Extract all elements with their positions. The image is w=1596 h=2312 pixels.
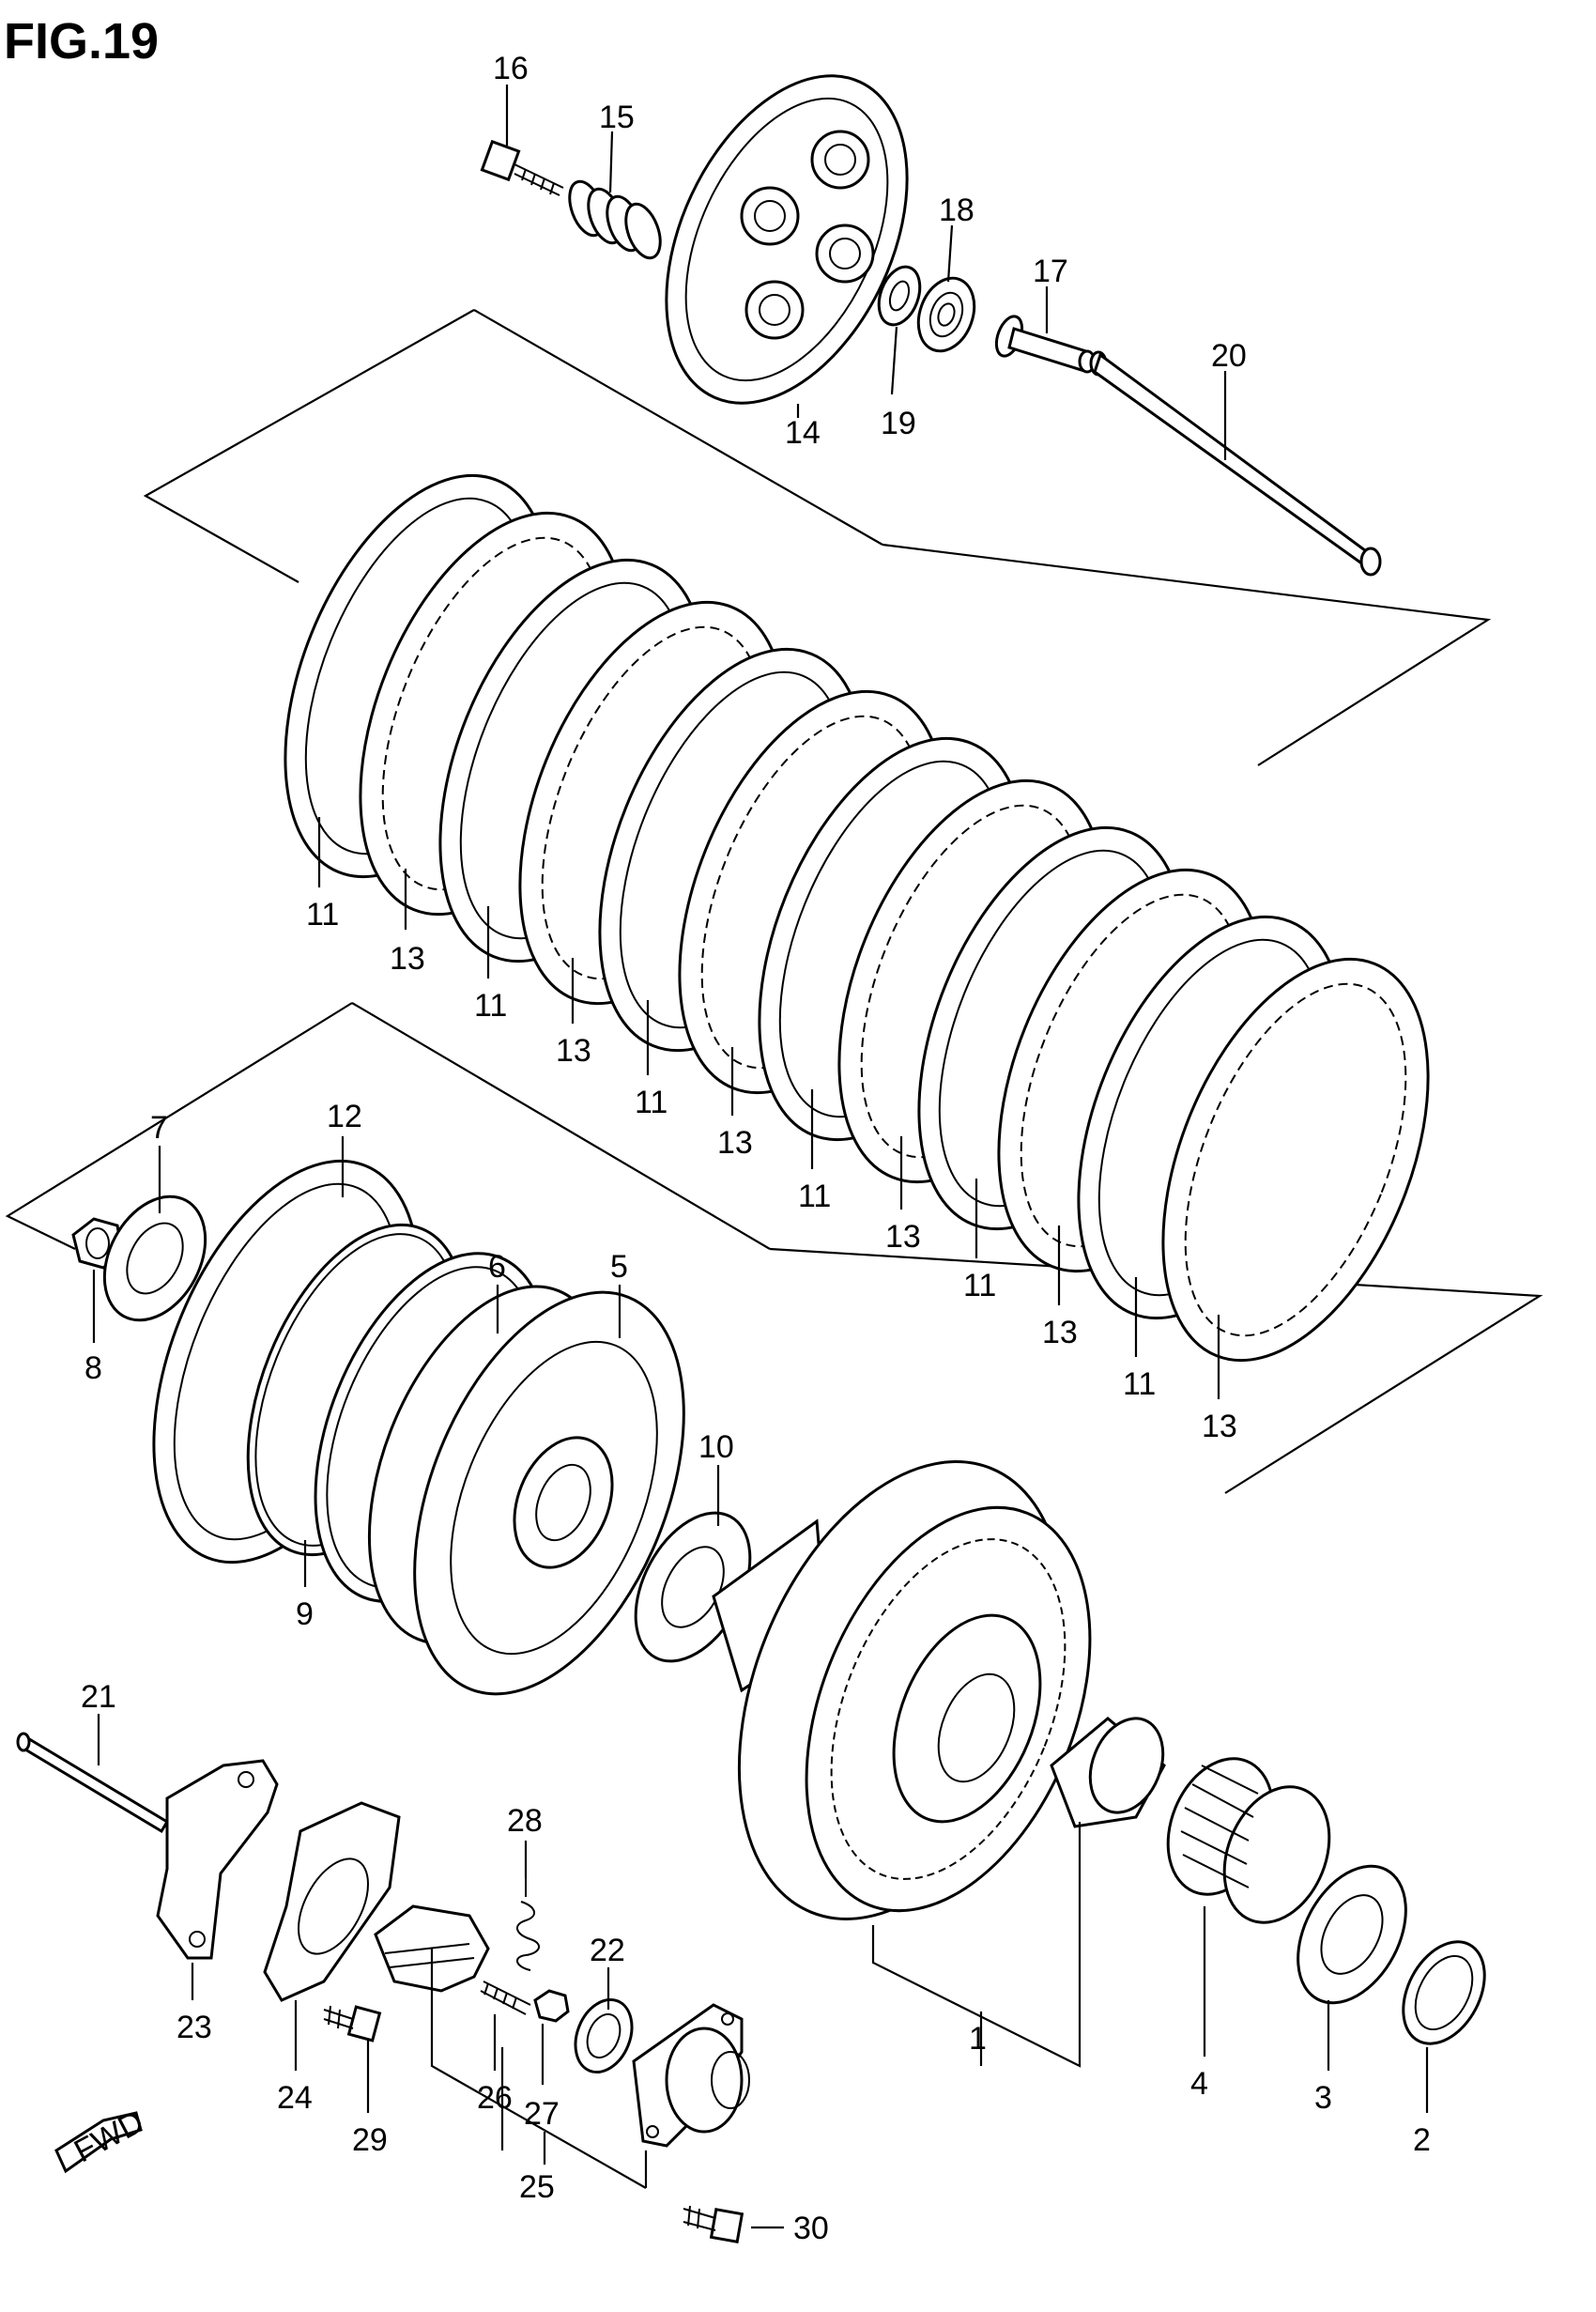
- plate-stack-outline: [5, 309, 1543, 1494]
- figure-title: FIG.19: [4, 13, 159, 69]
- spring-15: [568, 179, 662, 260]
- bracket-23: [156, 1759, 279, 1960]
- callout-21: 21: [81, 1679, 116, 1715]
- callout-10: 10: [698, 1429, 734, 1465]
- callout-28: 28: [507, 1803, 543, 1839]
- callout-11c: 11: [635, 1085, 668, 1120]
- callout-6: 6: [488, 1249, 506, 1285]
- clutch-hub-5: [367, 1285, 685, 1696]
- callout-11b: 11: [474, 988, 507, 1024]
- sleeve-4a: [1050, 1717, 1166, 1828]
- return-spring-28: [516, 1859, 540, 1971]
- callout-22: 22: [590, 1933, 625, 1968]
- callout-4: 4: [1190, 2066, 1208, 2102]
- callout-11e: 11: [963, 1268, 996, 1303]
- callout-25: 25: [519, 2169, 555, 2205]
- bolt-16: [480, 139, 564, 196]
- release-rod-21: [16, 1732, 170, 1834]
- screw-26: [480, 1981, 531, 2015]
- steel-plate-13f: [1161, 957, 1430, 1363]
- callout-9: 9: [296, 1596, 314, 1632]
- pressure-plate-14: [665, 74, 909, 405]
- primary-driven-gear-1: [712, 1460, 1092, 1920]
- callout-18: 18: [939, 193, 974, 228]
- callout-13a: 13: [390, 941, 425, 977]
- callout-27: 27: [524, 2096, 560, 2132]
- release-cover-25: [632, 2003, 750, 2148]
- callout-13c: 13: [717, 1125, 753, 1161]
- callout-12: 12: [327, 1099, 362, 1134]
- callout-1: 1: [969, 2021, 987, 2057]
- callout-14: 14: [785, 415, 821, 451]
- washer-19: [877, 265, 922, 327]
- push-piece-17: [994, 315, 1097, 374]
- bolt-29: [323, 2005, 382, 2042]
- gasket-24: [263, 1801, 401, 2002]
- oil-seal-22: [574, 1997, 634, 2074]
- washer-3: [1297, 1864, 1407, 2005]
- callout-13d: 13: [885, 1219, 921, 1255]
- spacer-2: [1402, 1940, 1486, 2045]
- pressure-plate-group: [480, 74, 1382, 577]
- callout-labels: 16 15 14 18 19 17 20 11 13 11 13 11 13 1…: [81, 51, 1431, 2246]
- bolt-30: [683, 2205, 744, 2243]
- callout-24: 24: [277, 2080, 313, 2116]
- callout-2: 2: [1413, 2122, 1431, 2158]
- callout-20: 20: [1211, 338, 1247, 374]
- callout-26: 26: [477, 2080, 513, 2116]
- callout-5: 5: [610, 1249, 628, 1285]
- callout-19: 19: [881, 406, 916, 441]
- needle-bearing-4: [1166, 1757, 1331, 1924]
- fwd-direction-arrow: FWD: [54, 2104, 149, 2174]
- callout-11d: 11: [798, 1179, 831, 1214]
- callout-30: 30: [793, 2211, 829, 2246]
- washer-7: [102, 1195, 207, 1322]
- bearing-18: [916, 276, 976, 353]
- callout-17: 17: [1033, 254, 1068, 289]
- callout-11a: 11: [306, 897, 339, 933]
- leader-lines: [92, 85, 1429, 2229]
- callout-16: 16: [493, 51, 529, 86]
- nut-27: [533, 1989, 570, 2023]
- fwd-label: FWD: [69, 2104, 149, 2169]
- callout-15: 15: [599, 100, 635, 135]
- callout-23: 23: [176, 2010, 212, 2045]
- callout-8: 8: [84, 1350, 102, 1386]
- callout-13f: 13: [1202, 1409, 1237, 1444]
- callout-11f: 11: [1123, 1366, 1156, 1402]
- callout-29: 29: [352, 2122, 388, 2158]
- callout-13b: 13: [556, 1033, 591, 1069]
- callout-7: 7: [150, 1110, 168, 1146]
- push-rod-20: [1089, 350, 1382, 577]
- callout-3: 3: [1314, 2080, 1332, 2116]
- callout-13e: 13: [1042, 1315, 1078, 1350]
